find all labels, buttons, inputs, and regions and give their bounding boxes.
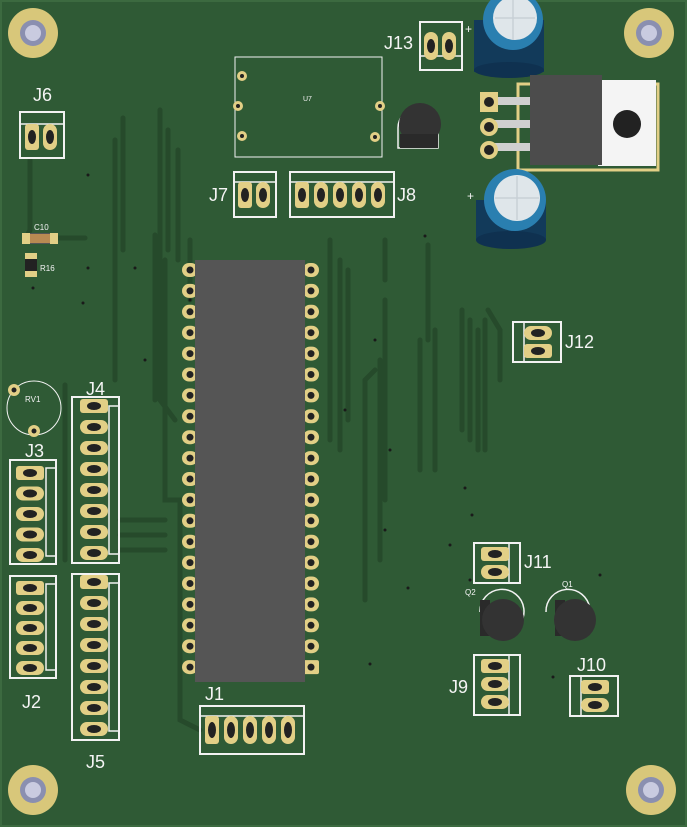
- mounting-holes: [8, 8, 676, 815]
- label-u7: U7: [303, 96, 312, 103]
- main-ic: [182, 260, 319, 682]
- capacitor-c10: [22, 233, 58, 244]
- label-j3: J3: [25, 441, 44, 461]
- label-q2: Q2: [465, 588, 476, 597]
- connector-j5[interactable]: [71, 573, 120, 741]
- connector-j13[interactable]: [419, 21, 463, 71]
- connector-j10[interactable]: [569, 675, 619, 717]
- label-j12: J12: [565, 332, 594, 352]
- label-j6: J6: [33, 85, 52, 105]
- resistor-r16: [25, 253, 37, 277]
- potentiometer-rv1: [6, 380, 62, 437]
- voltage-regulator: [480, 75, 660, 172]
- connector-j4[interactable]: [71, 396, 120, 564]
- transistor-q1: [545, 588, 596, 641]
- label-j13: J13: [384, 33, 413, 53]
- ic-pads-left: [182, 263, 198, 675]
- vias: [31, 173, 602, 679]
- capacitor-top: [474, 0, 544, 78]
- label-c10: C10: [34, 223, 49, 232]
- label-j8: J8: [397, 185, 416, 205]
- label-plus-j13: +: [465, 22, 472, 36]
- ic-pads-right: [303, 263, 319, 675]
- connector-j7[interactable]: [233, 171, 277, 218]
- transistor-q2: [479, 588, 525, 641]
- connector-j1[interactable]: [199, 705, 305, 755]
- connector-j3[interactable]: [9, 459, 57, 565]
- label-plus-cap: +: [467, 189, 474, 203]
- label-j4: J4: [86, 379, 105, 399]
- label-j1: J1: [205, 684, 224, 704]
- mount-hole-bottom-right: [626, 765, 676, 815]
- connector-j12[interactable]: [512, 321, 562, 363]
- label-j7: J7: [209, 185, 228, 205]
- connector-j8[interactable]: [289, 171, 395, 218]
- connector-j2[interactable]: [9, 575, 57, 679]
- label-j2: J2: [22, 692, 41, 712]
- label-rv1: RV1: [25, 395, 41, 404]
- label-q1: Q1: [562, 580, 573, 589]
- connector-j6[interactable]: [19, 111, 65, 159]
- connector-j11[interactable]: [473, 542, 521, 584]
- transistor-top: [397, 103, 441, 149]
- capacitor-bottom: [476, 169, 546, 249]
- label-j5: J5: [86, 752, 105, 772]
- label-r16: R16: [40, 264, 55, 273]
- label-j9: J9: [449, 677, 468, 697]
- label-j11: J11: [524, 552, 552, 572]
- label-j10: J10: [577, 655, 606, 675]
- mount-hole-bottom-left: [8, 765, 58, 815]
- mount-hole-top-left: [8, 8, 58, 58]
- connector-j9[interactable]: [473, 654, 521, 716]
- mount-hole-top-right: [624, 8, 674, 58]
- module-u7: [233, 56, 385, 158]
